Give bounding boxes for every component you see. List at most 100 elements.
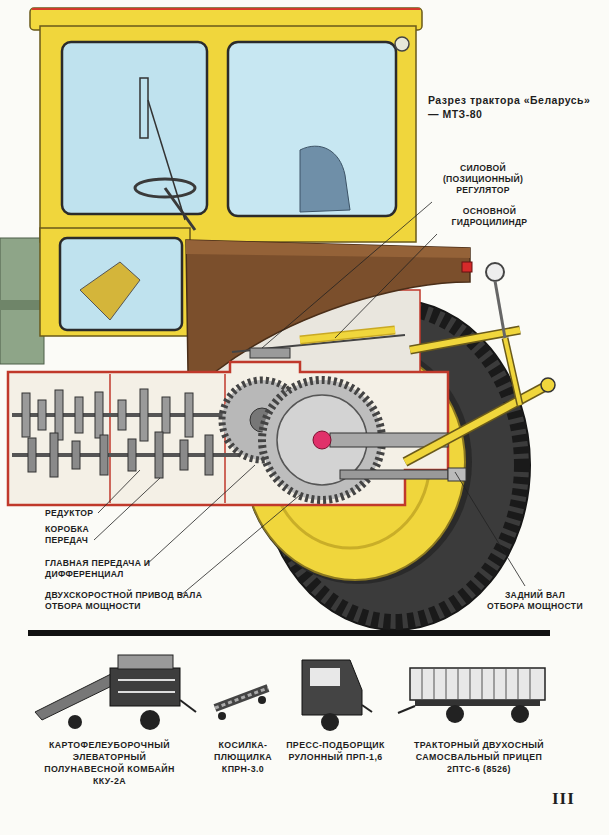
baler-icon [302, 660, 372, 731]
combine-icon [35, 672, 120, 720]
trailer-icon [446, 668, 447, 700]
trailer-icon [446, 705, 464, 723]
leader-line [98, 470, 140, 513]
leader-line [455, 472, 525, 586]
cab [165, 188, 195, 230]
gearbox-gears [162, 397, 170, 433]
transmission-housing [8, 362, 448, 505]
combine-icon [68, 715, 82, 729]
part-label: КОРОБКА ПЕРЕДАЧ [45, 524, 115, 546]
baler-icon [321, 713, 339, 731]
cab [228, 42, 396, 216]
machine-caption: ПРЕСС-ПОДБОРЩИК РУЛОННЫЙ ПРП-1,6 [283, 740, 388, 764]
trailer-icon [398, 668, 545, 723]
gearbox-gears [75, 397, 83, 433]
gearbox-gears [95, 392, 103, 438]
trailer-icon [422, 668, 423, 700]
combine-icon [35, 655, 196, 730]
rear-hitch [486, 263, 504, 281]
cab [140, 78, 148, 138]
cab [148, 100, 185, 220]
trailer-icon [398, 706, 415, 713]
fender [186, 240, 472, 372]
mower-icon [215, 688, 268, 720]
part-label: ЗАДНИЙ ВАЛ ОТБОРА МОЩНОСТИ [485, 590, 585, 612]
final-drive [313, 431, 331, 449]
hydraulic-cylinder [232, 330, 405, 358]
machine-caption: ТРАКТОРНЫЙ ДВУХОСНЫЙ САМОСВАЛЬНЫЙ ПРИЦЕП… [403, 740, 555, 776]
combine-icon [110, 668, 180, 706]
machine-caption: КОСИЛКА-ПЛЮЩИЛКА КПРН-3.0 [203, 740, 283, 776]
part-label: ОСНОВНОЙ ГИДРОЦИЛИНДР [432, 206, 547, 228]
part-label: ГЛАВНАЯ ПЕРЕДАЧА И ДИФФЕРЕНЦИАЛ [45, 558, 153, 580]
cab [32, 8, 420, 10]
baler-icon [362, 705, 372, 712]
fender [186, 240, 470, 258]
transmission-housing [8, 362, 448, 505]
trailer-icon [506, 668, 507, 700]
cab [80, 262, 140, 320]
gearbox-gears [205, 435, 213, 475]
trailer-icon [482, 668, 483, 700]
combine-icon [140, 710, 160, 730]
trailer-icon [470, 668, 471, 700]
combine-icon [180, 700, 196, 712]
gearbox-gears [155, 432, 163, 478]
gearbox-gears [118, 400, 126, 430]
cab [395, 37, 409, 51]
gearbox-gears [140, 389, 148, 441]
trailer-icon [458, 668, 459, 700]
rear-hitch [405, 385, 548, 462]
divider-rule [28, 630, 550, 636]
trailer-icon [530, 668, 531, 700]
final-drive [340, 470, 448, 479]
combine-icon [118, 679, 175, 681]
cab [40, 228, 190, 336]
rear-hitch [541, 378, 555, 392]
fender [186, 240, 470, 372]
gearbox-gears [12, 389, 240, 478]
part-label: СИЛОВОЙ (ПОЗИЦИОННЫЙ) РЕГУЛЯТОР [428, 163, 538, 197]
mower-icon [218, 712, 226, 720]
trailer-icon [518, 668, 519, 700]
gearbox-gears [100, 435, 108, 475]
fender [462, 262, 472, 272]
part-label: РЕДУКТОР [45, 508, 145, 519]
leader-line [146, 465, 255, 565]
leader-line [94, 478, 160, 540]
trailer-icon [434, 668, 435, 700]
combine-icon [118, 655, 173, 669]
hydraulic-cylinder [300, 330, 395, 340]
leader-line [335, 234, 437, 338]
rear-hitch [505, 338, 520, 405]
trailer-icon [494, 668, 495, 700]
mower-icon [215, 688, 268, 708]
hood [0, 238, 44, 364]
transmission-housing [109, 374, 111, 503]
part-label: ДВУХСКОРОСТНОЙ ПРИВОД ВАЛА ОТБОРА МОЩНОС… [45, 590, 210, 612]
figure-title: Разрез трактора «Беларусь» — МТЗ-80 [428, 93, 596, 121]
hydraulic-cylinder [300, 330, 395, 340]
cab [300, 146, 350, 212]
trailer-icon [410, 668, 545, 700]
gearbox-gears [185, 393, 193, 437]
gearbox-gears [22, 393, 30, 437]
rear-hitch [405, 263, 555, 462]
page-number: III [552, 788, 596, 810]
transmission-housing [224, 374, 226, 503]
trailer-icon [511, 705, 529, 723]
machine-caption: КАРТОФЕЛЕУБОРОЧНЫЙ ЭЛЕВАТОРНЫЙ ПОЛУНАВЕС… [32, 740, 187, 788]
cab [60, 238, 182, 330]
final-drive [222, 380, 466, 500]
combine-icon [118, 691, 175, 693]
gearbox-gears [128, 439, 136, 471]
cab [40, 26, 416, 242]
mower-icon [258, 696, 266, 704]
baler-icon [310, 668, 340, 686]
hood [0, 300, 44, 310]
gearbox-gears [180, 440, 188, 470]
rear-hitch [505, 338, 520, 405]
cab [62, 42, 207, 214]
